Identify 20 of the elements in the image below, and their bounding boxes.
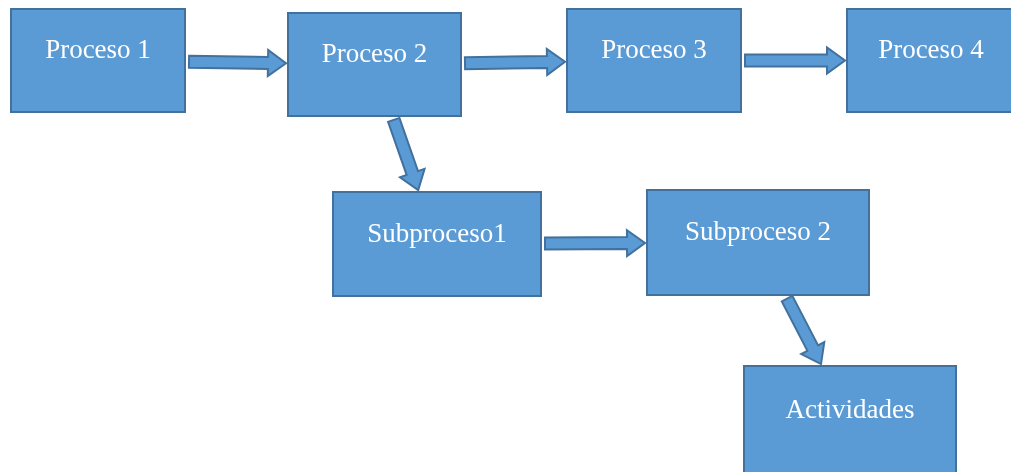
box-label: Proceso 2: [321, 38, 428, 69]
box-label: Subproceso1: [367, 217, 507, 249]
process-box: [566, 8, 742, 113]
process-box: [743, 365, 957, 472]
box-label: Proceso 4: [878, 34, 984, 65]
process-box: [646, 189, 870, 296]
box-label: Subproceso 2: [684, 216, 832, 247]
block-arrow: [544, 228, 647, 259]
process-box: [332, 191, 542, 297]
process-box: [10, 8, 186, 113]
block-arrow: [187, 48, 288, 78]
process-box: [287, 12, 462, 117]
process-box: [846, 8, 1011, 113]
box-label: Proceso 1: [45, 34, 151, 65]
block-arrow: [386, 116, 427, 192]
box-label: Proceso 3: [601, 34, 707, 65]
block-arrow: [463, 47, 567, 77]
block-arrow: [744, 45, 847, 76]
box-label: Actividades: [785, 393, 915, 425]
block-arrow: [780, 294, 826, 366]
